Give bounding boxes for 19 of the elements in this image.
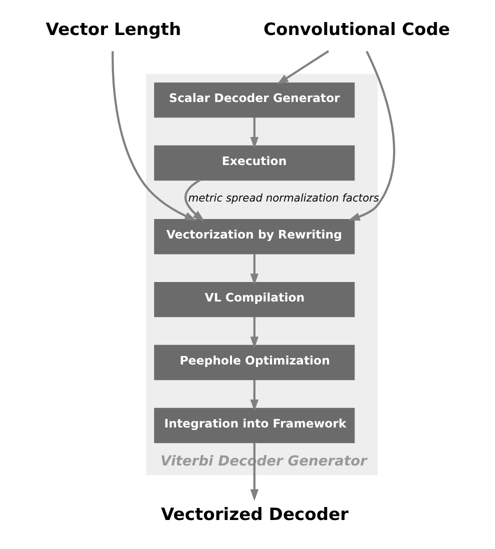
node-box: Vectorization by Rewriting [154, 219, 354, 254]
arrow [111, 51, 196, 221]
edge-label: metric spread normalization factors [188, 191, 379, 204]
arrow [184, 179, 204, 222]
arrow [250, 117, 258, 149]
arrow [250, 254, 258, 286]
node-box: Scalar Decoder Generator [154, 82, 354, 118]
arrow [250, 442, 258, 502]
arrow [348, 50, 395, 221]
node-text: Vector Length [45, 20, 181, 40]
node-box: Peephole Optimization [154, 344, 354, 380]
node-box: Execution [154, 145, 354, 181]
arrow [250, 380, 258, 412]
arrow [276, 50, 329, 85]
arrow [250, 316, 258, 348]
node-text: Vectorized Decoder [160, 505, 348, 526]
node-text: Convolutional Code [262, 20, 450, 40]
node-box: Integration into Framework [154, 408, 354, 444]
node-box: VL Compilation [154, 282, 354, 318]
